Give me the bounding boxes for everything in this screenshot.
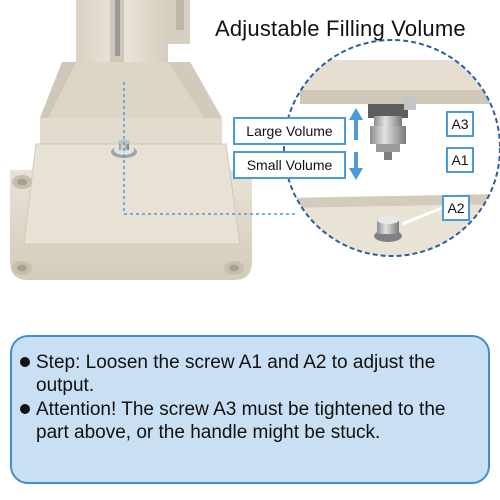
attention-text: Attention! The screw A3 must be tightene…: [36, 399, 446, 443]
volume-arrows: [349, 108, 363, 180]
screw-tag-a1: A1: [446, 147, 474, 173]
page-title: Adjustable Filling Volume: [215, 16, 466, 41]
step-note: Step: Loosen the screw A1 and A2 to adju…: [20, 351, 478, 397]
screw-tag-a2: A2: [442, 195, 470, 221]
small-volume-label: Small Volume: [233, 151, 346, 179]
machine-column: [40, 0, 222, 144]
machine-base: [10, 139, 252, 280]
instruction-panel: Step: Loosen the screw A1 and A2 to adju…: [10, 335, 490, 484]
attention-note: Attention! The screw A3 must be tightene…: [20, 398, 478, 444]
leader-line: [123, 82, 296, 215]
small-volume-text: Small Volume: [246, 157, 333, 173]
large-volume-text: Large Volume: [246, 123, 333, 139]
bullet-icon: [20, 357, 30, 367]
screw-tag-a3: A3: [446, 111, 474, 137]
tag-connectors: [401, 120, 447, 226]
bullet-icon: [20, 404, 30, 414]
step-text: Step: Loosen the screw A1 and A2 to adju…: [36, 352, 436, 396]
large-volume-label: Large Volume: [233, 117, 346, 145]
